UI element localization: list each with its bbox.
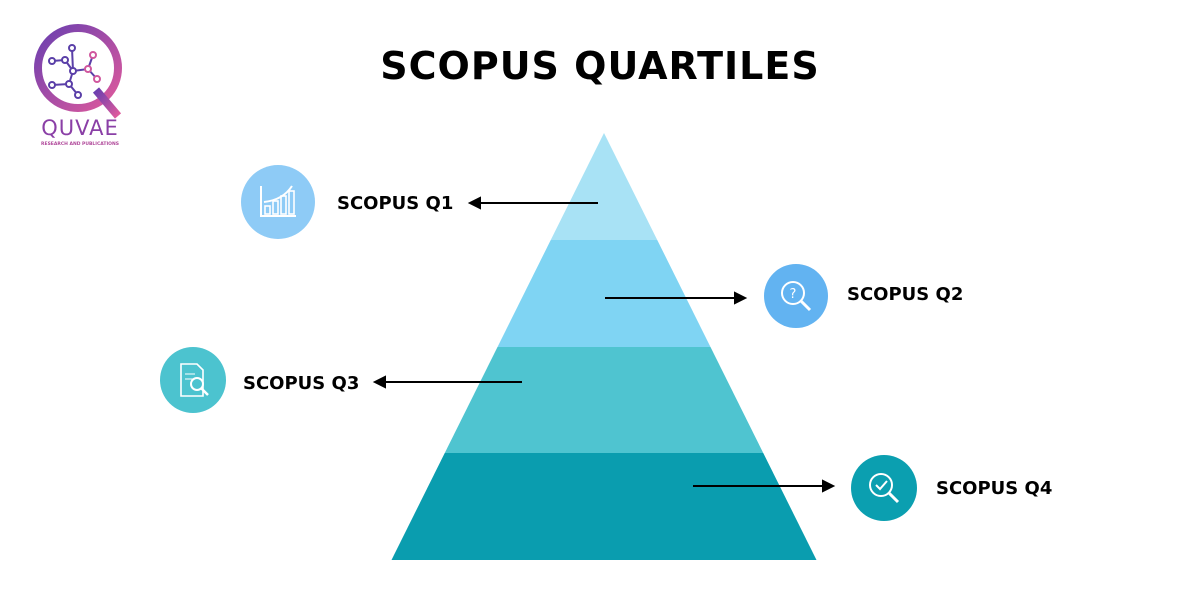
document-search-icon	[160, 347, 226, 413]
logo-name: QUVAE	[41, 116, 119, 140]
label-q2: SCOPUS Q2	[847, 284, 964, 305]
logo-icon	[34, 24, 122, 119]
page-title: SCOPUS QUARTILES	[380, 44, 820, 88]
pyramid-tier-q2	[497, 240, 711, 347]
pyramid-tier-q1	[550, 133, 658, 240]
label-q1: SCOPUS Q1	[337, 193, 454, 214]
pyramid-tier-q3	[444, 347, 764, 453]
label-q4: SCOPUS Q4	[936, 478, 1053, 499]
label-q3: SCOPUS Q3	[243, 373, 360, 394]
search-question-icon: ?	[764, 264, 828, 328]
logo-tagline: RESEARCH AND PUBLICATIONS	[41, 142, 119, 147]
svg-text:?: ?	[790, 287, 797, 302]
search-check-icon	[851, 455, 917, 521]
pyramid-tier-q4	[391, 453, 817, 560]
chart-growth-icon	[241, 165, 315, 239]
